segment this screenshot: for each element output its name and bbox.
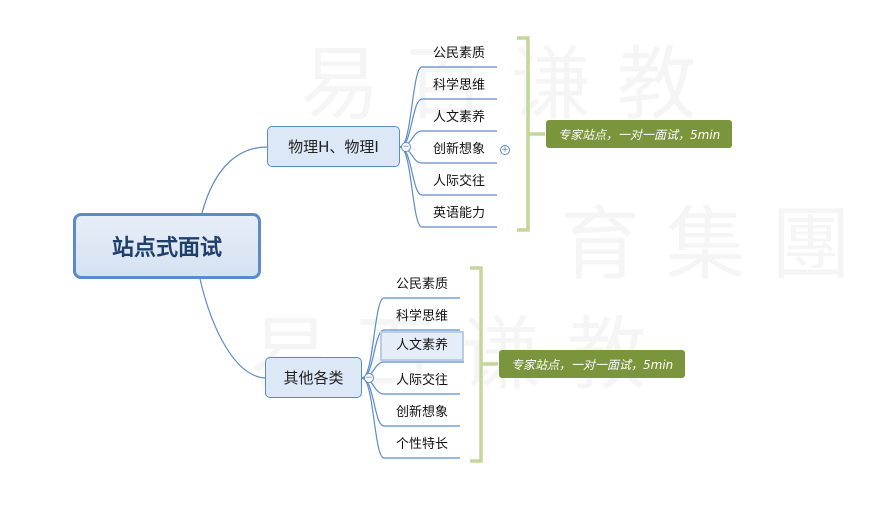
branch-node-others[interactable]: 其他各类 — [265, 357, 362, 398]
list-item[interactable]: 公民素质 — [395, 277, 448, 292]
list-item[interactable]: 科学思维 — [395, 309, 448, 324]
plus-circle-icon[interactable]: + — [500, 145, 510, 155]
branch-label: 其他各类 — [283, 369, 344, 387]
summary-bracket-2 — [470, 266, 498, 463]
connector-root-branch2 — [199, 278, 266, 379]
list-item[interactable]: 英语能力 — [432, 206, 485, 221]
root-label: 站点式面试 — [111, 236, 222, 261]
list-item[interactable]: 人际交往 — [395, 373, 448, 388]
summary-callout-2[interactable]: 专家站点，一对一面试，5min — [499, 350, 686, 378]
root-node[interactable]: 站点式面试 — [73, 213, 261, 279]
list-item-selected[interactable]: 人文素养 — [380, 331, 464, 361]
list-item[interactable]: 个性特长 — [395, 437, 448, 452]
connector-root-branch1 — [201, 146, 268, 214]
minus-circle-icon[interactable]: − — [401, 142, 411, 152]
list-item[interactable]: 创新想象 — [395, 405, 448, 420]
minus-circle-icon[interactable]: − — [364, 373, 374, 383]
summary-callout-1[interactable]: 专家站点，一对一面试，5min — [546, 120, 733, 148]
list-item[interactable]: 人际交往 — [432, 174, 485, 189]
branch-node-physics[interactable]: 物理H、物理I — [267, 126, 400, 167]
list-item[interactable]: 创新想象 — [432, 142, 485, 157]
list-item[interactable]: 科学思维 — [432, 78, 485, 93]
list-item[interactable]: 公民素质 — [432, 46, 485, 61]
branch-label: 物理H、物理I — [288, 138, 379, 156]
summary-bracket-1 — [517, 36, 545, 232]
list-item[interactable]: 人文素养 — [432, 110, 485, 125]
